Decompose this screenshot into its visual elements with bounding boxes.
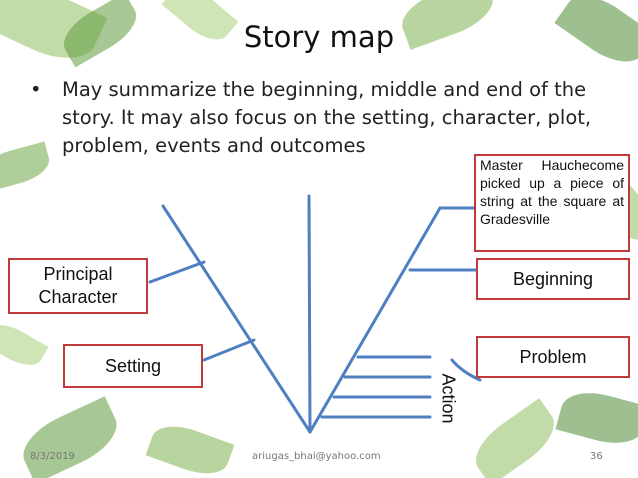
action-label: Action (438, 373, 459, 424)
master-hauchecome-text: Master Hauchecome picked up a piece of s… (480, 157, 624, 227)
footer-page-number: 36 (590, 451, 603, 462)
left-diagonal-line (161, 204, 312, 434)
slide-title: Story map (243, 20, 395, 54)
setting-box: Setting (63, 344, 203, 388)
setting-label: Setting (104, 355, 162, 376)
character-branch-line (148, 260, 206, 284)
center-vertical-line (307, 194, 312, 434)
beginning-label: Beginning (512, 268, 594, 289)
footer-date: 8/3/2019 (30, 451, 75, 462)
principal-character-box: Principal Character (8, 258, 148, 314)
problem-box: Problem (476, 336, 630, 378)
problem-label: Problem (519, 346, 587, 367)
bullet-text: May summarize the beginning, middle and … (62, 78, 592, 157)
footer-email: ariugas_bhai@yahoo.com (252, 451, 381, 462)
action-bracket (450, 358, 482, 382)
setting-branch-line (202, 338, 256, 362)
beginning-box: Beginning (476, 258, 630, 300)
principal-character-label: Principal Character (38, 264, 118, 307)
right-diagonal-line (308, 206, 442, 434)
master-hauchecome-box: Master Hauchecome picked up a piece of s… (474, 154, 630, 252)
bullet-symbol: • (30, 78, 42, 101)
